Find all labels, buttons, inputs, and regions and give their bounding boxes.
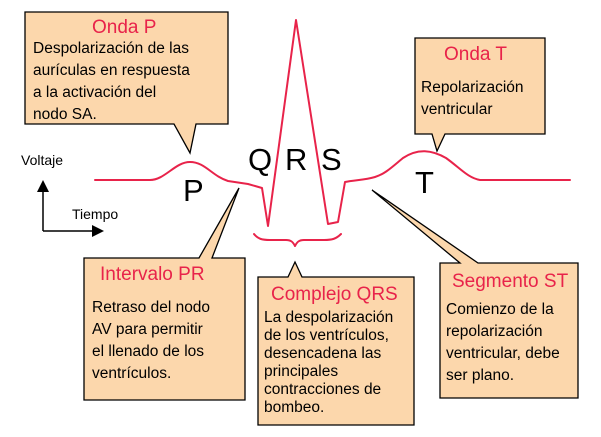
callout-line: Repolarización — [421, 79, 524, 96]
callout-line: Comienzo de la — [446, 301, 554, 318]
callout-st-segment: Segmento ST Comienzo de la repolarizació… — [371, 189, 579, 399]
label-t-wave: T — [415, 165, 434, 200]
label-q-wave: Q — [248, 142, 272, 177]
callout-line: el llenado de los — [92, 343, 204, 360]
callout-line: bombeo. — [264, 399, 324, 416]
x-axis-arrow-icon — [92, 225, 104, 237]
axes: Voltaje Tiempo — [21, 152, 118, 237]
callout-line: desencadena las — [264, 345, 381, 362]
callout-line: repolarización — [446, 323, 543, 340]
callout-box — [83, 187, 246, 401]
callout-line: aurículas en respuesta — [33, 62, 190, 79]
callout-box — [371, 189, 579, 399]
label-r-wave: R — [285, 142, 307, 177]
callout-line: nodo SA. — [33, 106, 97, 123]
callout-p-wave: Onda P Despolarización de las aurículas … — [24, 11, 229, 155]
callout-line: a la activación del — [33, 84, 156, 101]
callout-line: principales — [264, 363, 338, 380]
callout-t-wave: Onda T Repolarización ventricular — [414, 37, 546, 153]
callout-line: Retraso del nodo — [92, 299, 210, 316]
callout-title: Intervalo PR — [100, 264, 205, 285]
callout-box — [414, 37, 546, 153]
callout-line: ventricular, debe — [446, 345, 560, 362]
y-axis-label: Voltaje — [21, 152, 63, 168]
callout-qrs-complex: Complejo QRS La despolarización de los v… — [257, 260, 415, 426]
callout-title: Segmento ST — [452, 271, 569, 292]
ecg-trace — [94, 19, 571, 227]
label-s-wave: S — [321, 142, 342, 177]
callout-line: Despolarización de las — [33, 40, 189, 57]
callout-title: Onda T — [444, 44, 507, 65]
callout-line: ventricular — [421, 101, 493, 118]
callout-line: contracciones de — [264, 381, 381, 398]
label-p-wave: P — [183, 173, 204, 208]
callout-line: ser plano. — [446, 367, 514, 384]
callout-title: Complejo QRS — [271, 284, 398, 305]
callout-title: Onda P — [92, 17, 156, 38]
callout-box — [257, 260, 415, 426]
callout-line: ventrículos. — [92, 365, 171, 382]
callout-box — [24, 11, 229, 155]
qrs-brace — [253, 233, 342, 247]
y-axis-arrow-icon — [37, 180, 49, 192]
x-axis-label: Tiempo — [72, 206, 118, 222]
callout-line: AV para permitir — [92, 321, 203, 338]
callout-line: La despolarización — [264, 309, 393, 326]
callout-line: de los ventrículos, — [264, 327, 389, 344]
callout-pr-interval: Intervalo PR Retraso del nodo AV para pe… — [83, 187, 246, 401]
